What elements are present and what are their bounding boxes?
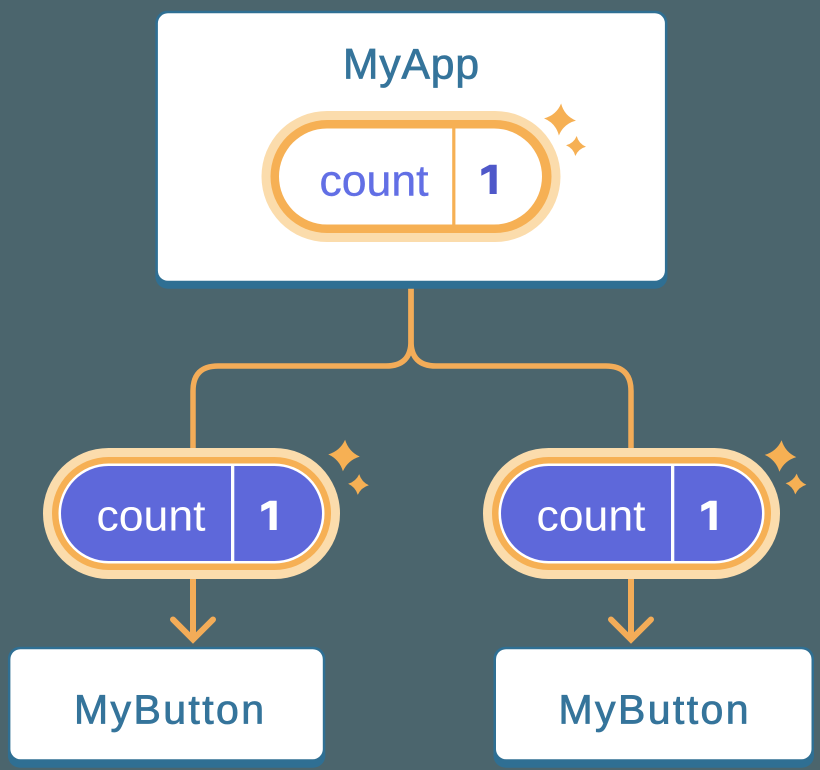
svg-text:count: count xyxy=(97,492,206,541)
svg-text:MyButton: MyButton xyxy=(559,687,749,733)
svg-text:MyButton: MyButton xyxy=(74,687,264,733)
svg-text:count: count xyxy=(537,492,646,541)
svg-text:count: count xyxy=(320,157,429,206)
svg-text:MyApp: MyApp xyxy=(343,42,479,89)
